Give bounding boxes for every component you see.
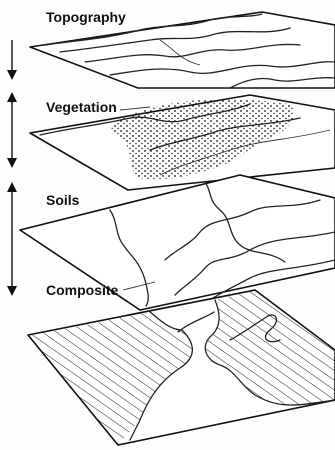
- soils-label: Soils: [46, 192, 80, 208]
- vegetation-arrow: [7, 92, 17, 168]
- vegetation-label-leader: [120, 107, 150, 110]
- soils-arrow: [7, 182, 17, 296]
- composite-layer: [28, 290, 335, 445]
- topography-arrow: [7, 40, 17, 80]
- vegetation-label: Vegetation: [46, 99, 117, 115]
- composite-label: Composite: [46, 282, 119, 298]
- topography-label: Topography: [46, 9, 126, 25]
